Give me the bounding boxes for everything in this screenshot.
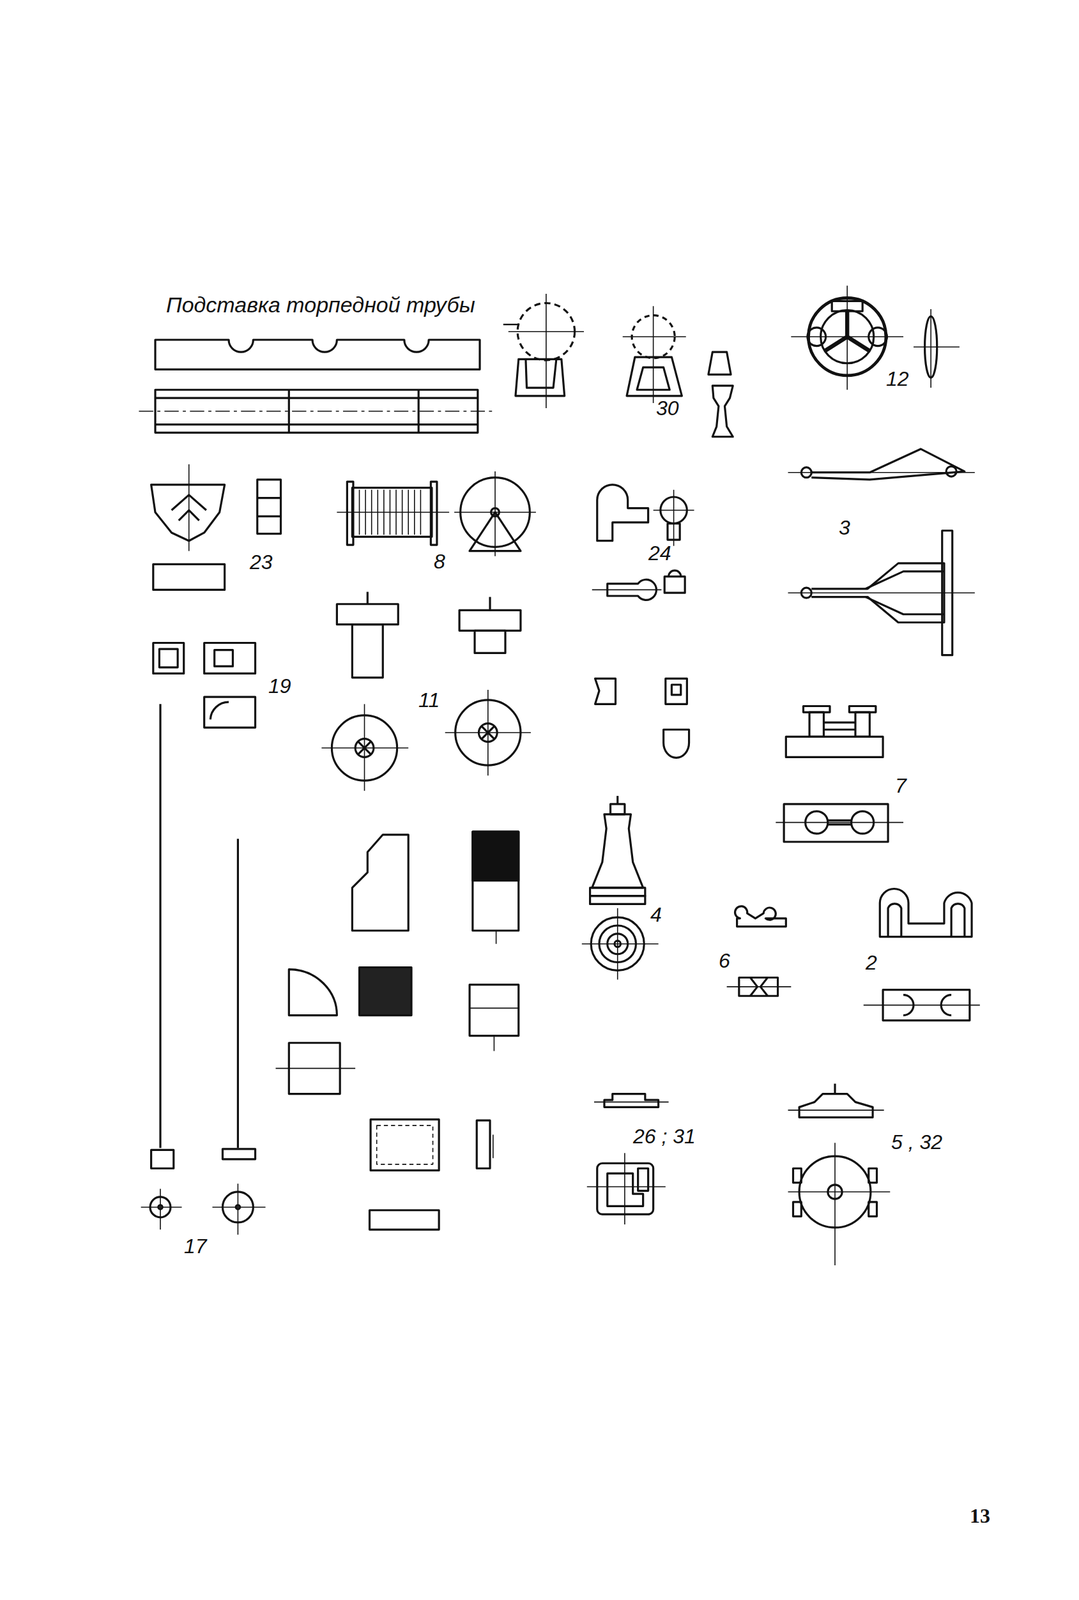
callout-number: 24 bbox=[648, 543, 672, 564]
callout-number: 23 bbox=[249, 551, 273, 573]
callout-number: 7 bbox=[895, 775, 907, 796]
callout-number: 17 bbox=[183, 1236, 207, 1257]
callout-number: 8 bbox=[433, 551, 446, 572]
callout-number: 30 bbox=[656, 397, 680, 419]
page-number: 13 bbox=[969, 1505, 991, 1527]
callout-number: 11 bbox=[418, 689, 440, 711]
callout-number: 19 bbox=[268, 675, 292, 697]
callout-number: 2 bbox=[865, 952, 878, 973]
callout-number: 26 ; 31 bbox=[633, 1126, 696, 1147]
part-name: Подставка торпедной трубы bbox=[166, 293, 476, 316]
callout-number: 6 bbox=[718, 950, 731, 972]
callout-number: 4 bbox=[650, 904, 662, 926]
callout-number: 12 bbox=[886, 368, 910, 390]
callout-number: 5 , 32 bbox=[891, 1132, 943, 1153]
callout-number: 3 bbox=[838, 517, 851, 538]
